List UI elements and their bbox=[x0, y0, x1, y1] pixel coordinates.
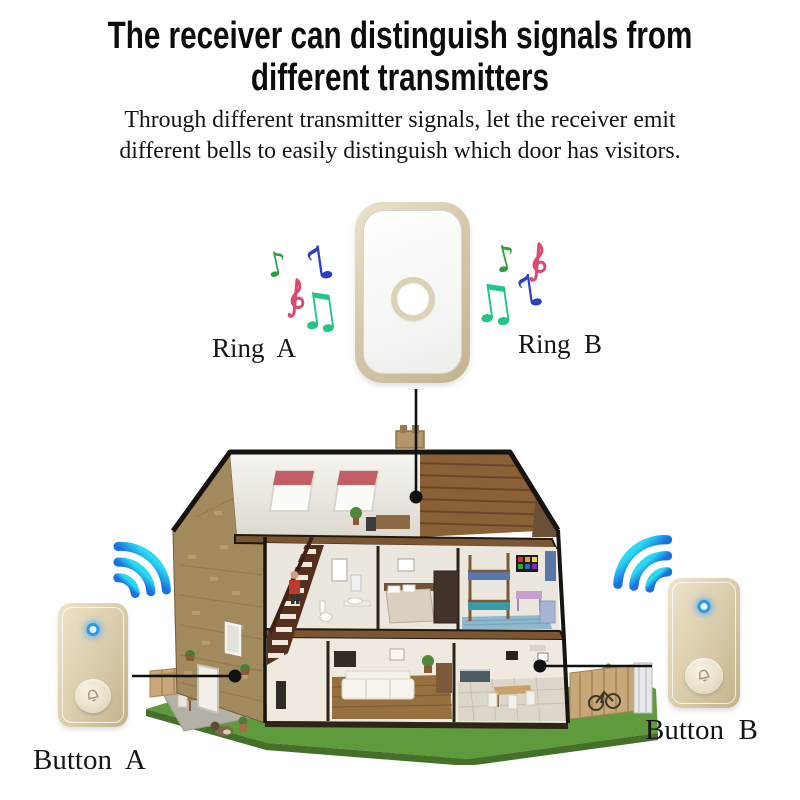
transmitter-button-b bbox=[668, 578, 740, 708]
bell-press-button bbox=[685, 658, 723, 694]
doorbell-receiver bbox=[355, 202, 470, 383]
slat-roof-interior bbox=[420, 452, 558, 537]
staircase bbox=[267, 536, 324, 665]
button-face bbox=[672, 582, 736, 704]
blue-led-indicator-icon bbox=[86, 623, 100, 636]
wifi-signal-icon bbox=[113, 541, 171, 598]
title-line-1: The receiver can distinguish signals fro… bbox=[107, 15, 693, 57]
title-line-2: different transmitters bbox=[250, 56, 550, 99]
hanging-baskets bbox=[185, 650, 250, 675]
bell-icon bbox=[698, 669, 710, 682]
button-a-label: Button A bbox=[33, 744, 146, 776]
roof-outline bbox=[170, 449, 561, 533]
button-b-label: Button B bbox=[645, 714, 758, 746]
blue-led-indicator-icon bbox=[697, 600, 711, 613]
house-cutaway-illustration bbox=[146, 425, 658, 765]
house-base bbox=[265, 721, 568, 729]
person-on-stairs bbox=[289, 571, 300, 604]
right-wall-edge bbox=[556, 529, 570, 724]
treble-clef-pink-icon bbox=[529, 242, 547, 282]
receiver-bell-button-icon bbox=[390, 277, 435, 321]
ring-a-label: Ring A bbox=[212, 333, 297, 363]
wifi-signal-icon bbox=[613, 535, 673, 593]
page-title: The receiver can distinguish signals fro… bbox=[0, 15, 800, 100]
attic-floor-rooms bbox=[230, 453, 431, 537]
wall-window bbox=[224, 621, 242, 657]
bell-icon bbox=[87, 689, 99, 702]
flower-pot bbox=[238, 716, 248, 732]
middle-floor-rooms bbox=[265, 543, 560, 632]
button-face bbox=[62, 607, 124, 723]
ground-floor-rooms bbox=[265, 638, 568, 723]
subtitle-line-2: different bells to easily distinguish wh… bbox=[119, 137, 681, 165]
ring-b-label: Ring B bbox=[518, 329, 603, 359]
transmitter-button-a bbox=[58, 603, 128, 727]
bicycle bbox=[588, 690, 621, 711]
subtitle-line-1: Through different transmitter signals, l… bbox=[124, 106, 676, 133]
page-subtitle: Through different transmitter signals, l… bbox=[0, 104, 800, 167]
dog bbox=[210, 721, 233, 736]
bell-press-button bbox=[75, 679, 111, 713]
treble-clef-pink-icon bbox=[287, 278, 305, 318]
